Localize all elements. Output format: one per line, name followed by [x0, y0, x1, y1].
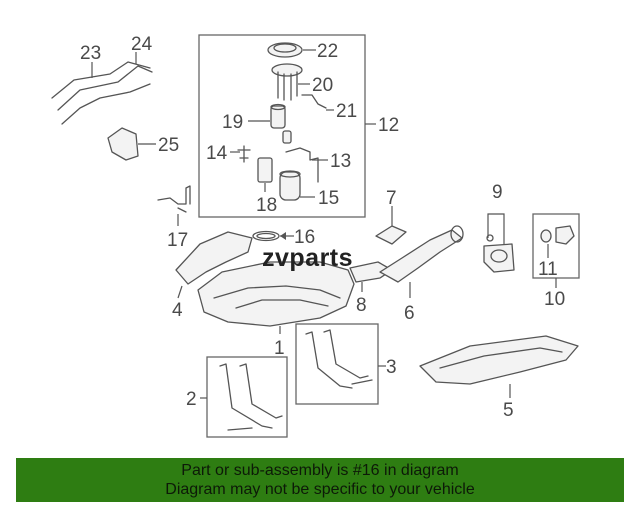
assembly-box-3	[295, 323, 379, 405]
callout-19[interactable]: 19	[222, 112, 243, 133]
callout-21[interactable]: 21	[336, 101, 357, 122]
callout-12[interactable]: 12	[378, 115, 399, 136]
assembly-box-2	[206, 356, 288, 438]
callout-9[interactable]: 9	[492, 182, 503, 203]
callout-18[interactable]: 18	[256, 195, 277, 216]
callout-15[interactable]: 15	[318, 188, 339, 209]
part-2-band-bolt	[227, 427, 253, 431]
banner-line-2: Diagram may not be specific to your vehi…	[165, 481, 475, 498]
part-15-canister[interactable]	[279, 170, 301, 201]
part-16-gasket-inner	[256, 232, 276, 240]
part-7-clamp[interactable]	[375, 225, 407, 245]
part-11-seal[interactable]	[540, 229, 552, 243]
arrow-16	[280, 232, 286, 240]
callout-24[interactable]: 24	[131, 34, 153, 55]
part-25-protector[interactable]	[107, 127, 139, 161]
assembly-box-12	[198, 34, 366, 218]
callout-1: 1	[274, 338, 285, 359]
skid-plate-rib	[439, 347, 563, 369]
part-1-fuel-tank[interactable]	[197, 261, 355, 327]
part-20-pump-bracket[interactable]	[271, 63, 303, 101]
callout-7[interactable]: 7	[386, 188, 397, 209]
callout-14[interactable]: 14	[206, 143, 228, 164]
filler-neck-opening	[450, 225, 464, 243]
part-24-fuel-line[interactable]	[51, 61, 151, 99]
part-14-clip[interactable]	[237, 145, 251, 163]
callout-13[interactable]: 13	[330, 151, 351, 172]
tank-ridge-line	[213, 285, 341, 299]
callout-10[interactable]: 10	[544, 289, 565, 310]
part-5-skid-plate[interactable]	[419, 335, 579, 385]
part-10-fuel-cap[interactable]	[555, 225, 575, 245]
part-13-sender-gauge[interactable]	[285, 147, 319, 183]
part-19-fuel-pump[interactable]	[270, 103, 286, 129]
callout-16[interactable]: 16	[294, 227, 315, 248]
part-17-vent-valve[interactable]	[157, 185, 191, 213]
callout-17[interactable]: 17	[167, 230, 188, 251]
part-3-band-bolt	[351, 379, 373, 385]
part-23-fuel-line[interactable]	[57, 65, 153, 111]
callout-11[interactable]: 11	[538, 259, 558, 280]
watermark-text: zvparts	[262, 244, 353, 272]
callout-5[interactable]: 5	[503, 400, 514, 421]
callout-2[interactable]: 2	[186, 389, 197, 410]
callout-23[interactable]: 23	[80, 43, 101, 64]
part-16-gasket[interactable]	[252, 230, 280, 242]
callout-25[interactable]: 25	[158, 135, 179, 156]
info-banner: Part or sub-assembly is #16 in diagram D…	[16, 458, 624, 502]
part-22-lock-ring[interactable]	[267, 42, 303, 58]
leader-4	[177, 285, 183, 299]
part-2-tank-band[interactable]	[219, 363, 283, 429]
part-23-return-line	[61, 83, 151, 125]
part-3-tank-band[interactable]	[305, 329, 369, 389]
part-9-screw	[486, 234, 494, 242]
callout-22[interactable]: 22	[317, 41, 338, 62]
callout-3[interactable]: 3	[386, 357, 397, 378]
part-18-plate[interactable]	[257, 157, 273, 183]
callout-6[interactable]: 6	[404, 303, 415, 324]
tank-ridge-line-2	[235, 299, 329, 309]
fuel-tank-exploded-diagram: 12 22 20 21 19 14 13 18	[51, 34, 580, 438]
pump-filter-piece	[282, 130, 292, 144]
part-4-heat-shield[interactable]	[175, 231, 253, 285]
leader-9	[487, 213, 505, 244]
callout-8[interactable]: 8	[356, 295, 367, 316]
part-21-hose[interactable]	[301, 94, 327, 109]
part-9-filler-door[interactable]	[483, 243, 515, 273]
banner-line-1: Part or sub-assembly is #16 in diagram	[181, 462, 459, 479]
callout-4[interactable]: 4	[172, 300, 183, 321]
callout-20[interactable]: 20	[312, 75, 333, 96]
